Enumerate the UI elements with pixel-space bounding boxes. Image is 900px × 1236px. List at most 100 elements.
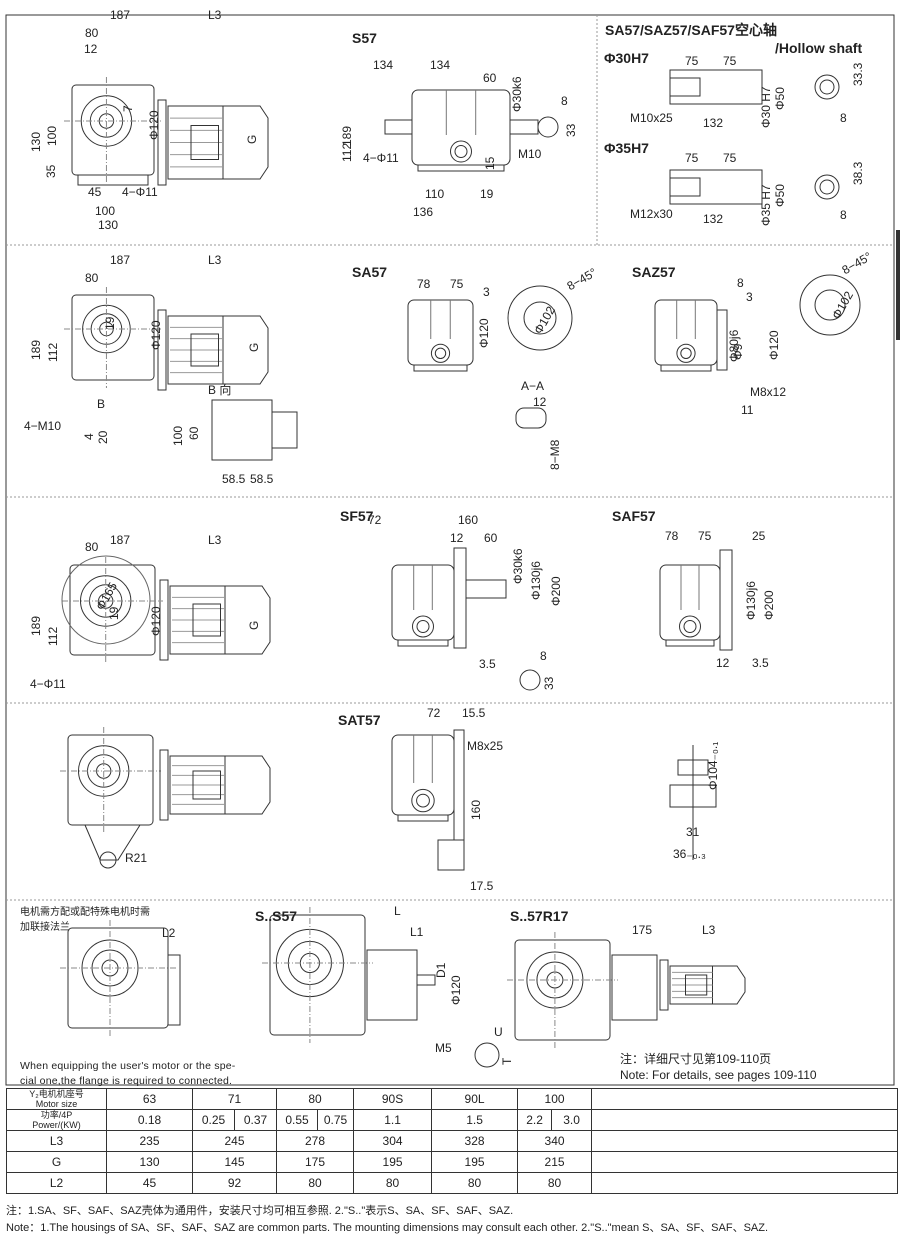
cell: 195 [431,1151,519,1173]
output-flange [719,549,733,651]
dimension-label: U [494,1025,503,1039]
table-row: L3 235 245 278 304 328 340 [6,1130,898,1152]
view-title: S57 [352,30,377,46]
note-text: 加联接法兰 [20,922,70,933]
dimension-label: 100 [171,425,185,446]
torque-bracket-foot [437,839,465,871]
dimension-label: L [394,904,401,918]
cell: 0.55 [276,1109,319,1131]
cell: 80 [517,1172,593,1194]
dimension-label: 60 [483,71,497,85]
dimension-label: B 向 [208,383,232,397]
gearbox-housing [71,84,155,176]
cell: 80 [276,1172,355,1194]
dimension-label: 160 [458,513,479,527]
view-title: SA57 [352,264,388,280]
view-title: SA57/SAZ57/SAF57空心轴 [605,22,777,38]
cell: 0.37 [233,1109,278,1131]
view-title: Φ35H7 [604,140,649,156]
shaft-end [669,77,701,97]
worm-bore [679,615,701,638]
motor-flange [157,99,167,186]
dimension-label: M8x25 [467,739,504,753]
dimension-label: 3 [483,285,490,299]
dimension-label: 130 [98,218,119,232]
dimension-label: Φ30 H7 [759,86,773,128]
empty-cell [591,1151,898,1173]
dimension-label: 75 [723,54,737,68]
dimension-label: Φ104₋₀.₁ [706,741,720,790]
dimension-label: 33 [564,123,578,137]
flange-face [814,289,846,321]
worm-bore [680,347,692,359]
dimension-label: 80 [85,271,99,285]
cell: 1.5 [431,1109,519,1131]
dimension-label: 12 [716,656,730,670]
dimension-label: 8 [840,208,847,222]
view-title: SF57 [340,508,374,524]
cell: 0.25 [192,1109,235,1131]
dimension-label: 8 [840,111,847,125]
dimension-label: 35 [44,164,58,178]
dimension-label: 80 [85,540,99,554]
cell: 90S [353,1088,433,1110]
page-tab [896,230,900,340]
dimension-label: Φ120 [147,110,161,140]
worm-bore [412,615,434,638]
dimension-label: 160 [469,799,483,820]
dimension-label: 注：详细尺寸见第109-110页 [620,1052,772,1066]
foot-mount [77,174,149,186]
dimension-label: 8 [737,276,744,290]
dimension-label: 75 [685,54,699,68]
dimension-label: 45 [88,185,102,199]
worm-bore [411,788,435,813]
cell: 90L [431,1088,519,1110]
dimension-label: Φ30k6 [511,548,525,584]
gearbox-housing [514,939,611,1041]
dimension-label: 3 [746,290,753,304]
view-title: SAZ57 [632,264,676,280]
gearbox-front [391,734,455,816]
dimension-label: 8 [561,94,568,108]
dimension-label: 134 [373,58,394,72]
cell: 80 [353,1172,433,1194]
note-text: 电机需方配或配特殊电机时需 [20,907,150,918]
dimension-label: 132 [703,212,724,226]
row-label: L2 [6,1172,107,1194]
dimension-label: 4−Φ11 [363,151,399,165]
worm-bore [416,620,430,633]
dimension-label: 112 [340,142,354,162]
dimension-label: 20 [96,430,110,444]
worm-bore [430,343,451,363]
terminal-box [192,603,221,637]
housing-rib [413,565,433,610]
output-shaft [509,119,539,135]
dimension-label: B [97,397,106,411]
dimension-label: M5 [435,1041,452,1055]
input-shaft [384,119,413,135]
dimension-label: Φ120 [149,606,163,636]
dimension-label: Φ120 [477,318,491,348]
cell: 175 [276,1151,355,1173]
torque-flange [716,309,728,371]
dimension-label: 58.5 [250,472,274,486]
cell: 245 [191,1130,278,1152]
dimension-label: 31 [686,825,700,839]
flange-face [507,285,573,351]
section-a-a [515,407,547,429]
footnote-cn: 注：1.SA、SF、SAF、SAZ壳体为通用件，安装尺寸均可相互参照. 2."S… [6,1205,514,1217]
dimension-label: 60 [484,531,498,545]
note-text: When equipping the user's motor or the s… [20,1060,236,1072]
dimension-label: 8 [540,649,547,663]
dimension-label: 19 [103,316,117,330]
dimension-label: 60 [187,426,201,440]
dimension-label: L1 [410,925,424,939]
cell: 100 [517,1088,593,1110]
dimension-label: 112 [46,342,60,362]
gearbox-front [411,89,511,166]
dimension-label: 25 [752,529,766,543]
table-row: G 130 145 175 195 195 215 [6,1151,898,1173]
